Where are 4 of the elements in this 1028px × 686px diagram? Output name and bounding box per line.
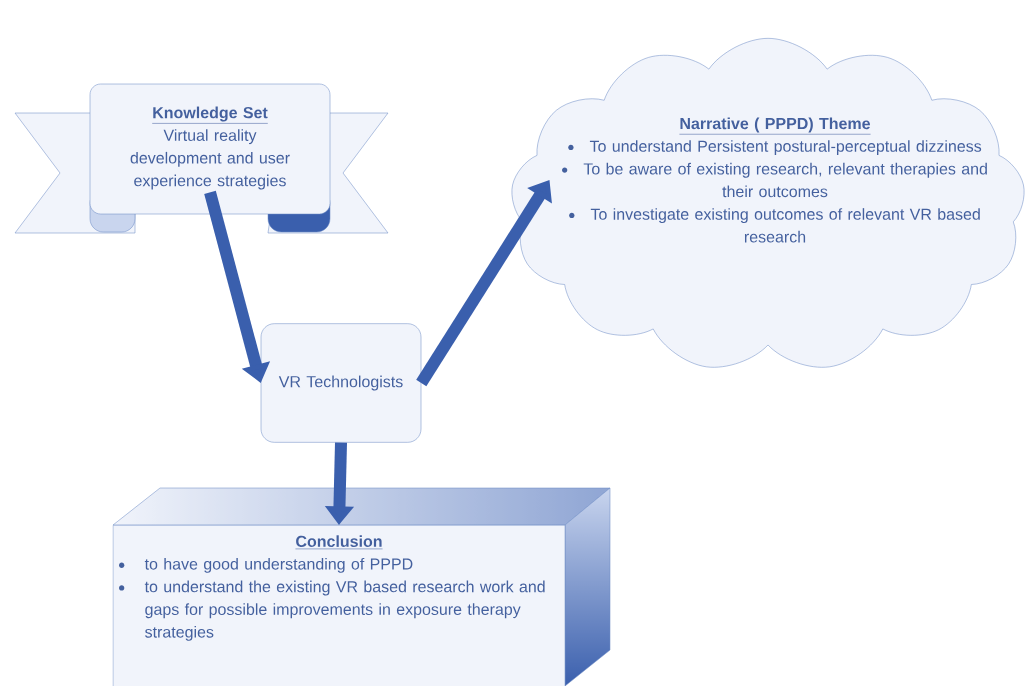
ribbon-banner: Knowledge Set Virtual reality development and user experience strategies [14,83,389,234]
arrow [416,180,552,387]
process-box: VR Technologists [260,323,422,443]
block-box: Conclusion to have good understanding of PPPD to understand the existing VR based research work and gaps for possible improvements in exposure therapy strategies [112,487,611,686]
